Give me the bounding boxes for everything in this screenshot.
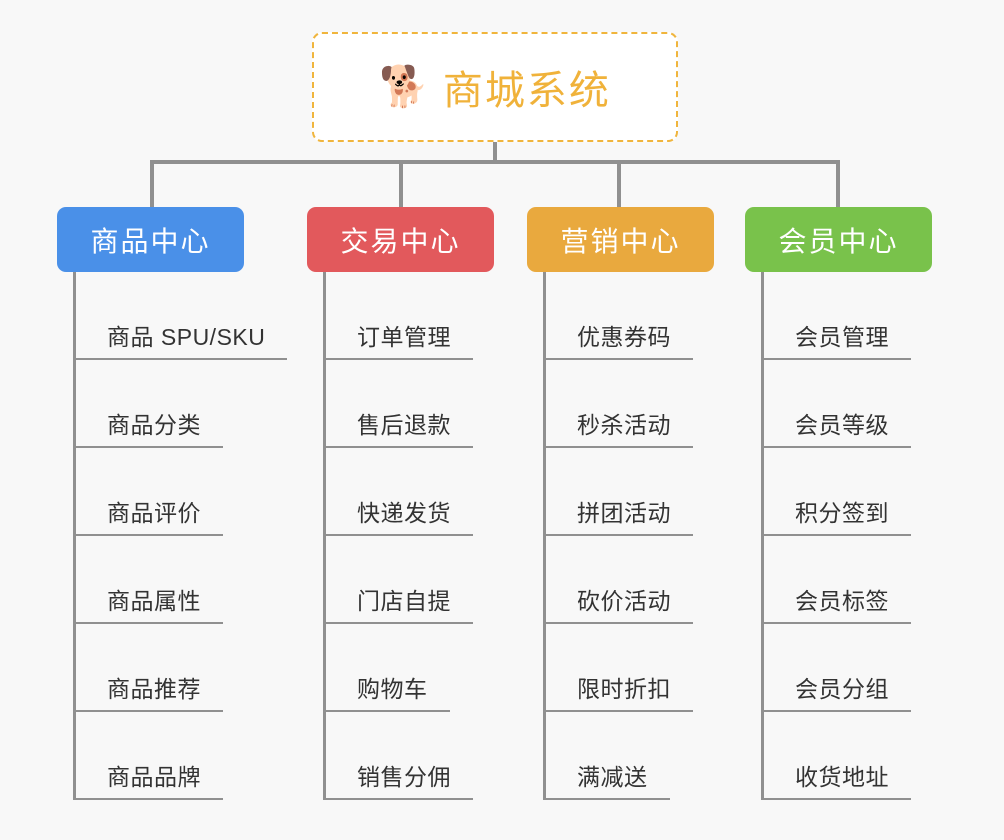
leaf-item-label: 快递发货	[357, 500, 451, 526]
leaf-item-label: 商品评价	[107, 500, 201, 526]
leaf-item-label: 售后退款	[357, 412, 451, 438]
connector-trunk-1	[73, 272, 76, 800]
leaf-item-label: 收货地址	[795, 764, 889, 790]
root-node-mall-system[interactable]: 🐕 商城系统	[312, 32, 678, 142]
leaf-item-label: 会员管理	[795, 324, 889, 350]
category-header-product[interactable]: 商品中心	[57, 207, 244, 272]
connector-drop-3	[617, 160, 621, 208]
leaf-item-label: 积分签到	[795, 500, 889, 526]
category-header-member[interactable]: 会员中心	[745, 207, 932, 272]
leaf-item-label: 购物车	[357, 676, 428, 702]
leaf-item[interactable]: 商品品牌	[73, 712, 317, 800]
leaf-item[interactable]: 会员标签	[761, 536, 975, 624]
category-header-trade[interactable]: 交易中心	[307, 207, 494, 272]
leaf-item[interactable]: 会员分组	[761, 624, 975, 712]
category-header-label: 商品中心	[90, 225, 211, 257]
leaf-item-label: 限时折扣	[577, 676, 671, 702]
leaf-item[interactable]: 销售分佣	[323, 712, 547, 800]
connector-trunk-2	[323, 272, 326, 800]
leaf-item[interactable]: 商品推荐	[73, 624, 317, 712]
leaf-item[interactable]: 快递发货	[323, 448, 547, 536]
leaf-item-label: 拼团活动	[577, 500, 671, 526]
leaf-item[interactable]: 会员等级	[761, 360, 975, 448]
leaf-item[interactable]: 积分签到	[761, 448, 975, 536]
leaf-item[interactable]: 满减送	[543, 712, 757, 800]
leaf-item[interactable]: 商品属性	[73, 536, 317, 624]
leaf-item-label: 满减送	[577, 764, 648, 790]
connector-trunk-3	[543, 272, 546, 800]
leaf-item[interactable]: 砍价活动	[543, 536, 757, 624]
shiba-dog-emoji: 🐕	[379, 65, 429, 109]
leaf-item-label: 商品 SPU/SKU	[107, 324, 266, 350]
leaf-item-label: 砍价活动	[577, 588, 671, 614]
category-column-product: 商品中心 商品 SPU/SKU 商品分类 商品评价 商品属性 商品推荐 商品品牌	[57, 207, 317, 800]
connector-drop-4	[836, 160, 840, 208]
leaf-item[interactable]: 售后退款	[323, 360, 547, 448]
leaf-item-label: 商品推荐	[107, 676, 201, 702]
category-header-label: 会员中心	[778, 225, 899, 257]
category-column-marketing: 营销中心 优惠券码 秒杀活动 拼团活动 砍价活动 限时折扣 满减送	[527, 207, 757, 800]
leaf-item-label: 订单管理	[357, 324, 451, 350]
leaf-list-product: 商品 SPU/SKU 商品分类 商品评价 商品属性 商品推荐 商品品牌	[73, 272, 317, 800]
leaf-item-label: 会员分组	[795, 676, 889, 702]
category-header-label: 营销中心	[560, 225, 681, 257]
leaf-list-marketing: 优惠券码 秒杀活动 拼团活动 砍价活动 限时折扣 满减送	[543, 272, 757, 800]
leaf-item-label: 商品品牌	[107, 764, 201, 790]
leaf-item-label: 商品分类	[107, 412, 201, 438]
leaf-item[interactable]: 优惠券码	[543, 272, 757, 360]
root-node-title: 商城系统	[442, 69, 611, 113]
connector-trunk-4	[761, 272, 764, 800]
leaf-item[interactable]: 订单管理	[323, 272, 547, 360]
leaf-item-label: 商品属性	[107, 588, 201, 614]
leaf-list-member: 会员管理 会员等级 积分签到 会员标签 会员分组 收货地址	[761, 272, 975, 800]
leaf-item[interactable]: 商品评价	[73, 448, 317, 536]
leaf-item[interactable]: 限时折扣	[543, 624, 757, 712]
leaf-item-label: 销售分佣	[357, 764, 451, 790]
leaf-item-label: 优惠券码	[577, 324, 671, 350]
leaf-item[interactable]: 购物车	[323, 624, 547, 712]
connector-drop-2	[399, 160, 403, 208]
leaf-item-label: 门店自提	[357, 588, 451, 614]
leaf-item-label: 秒杀活动	[577, 412, 671, 438]
category-column-trade: 交易中心 订单管理 售后退款 快递发货 门店自提 购物车 销售分佣	[307, 207, 547, 800]
connector-drop-1	[150, 160, 154, 208]
leaf-item-label: 会员等级	[795, 412, 889, 438]
category-header-marketing[interactable]: 营销中心	[527, 207, 714, 272]
leaf-item[interactable]: 商品分类	[73, 360, 317, 448]
leaf-item-label: 会员标签	[795, 588, 889, 614]
leaf-item[interactable]: 商品 SPU/SKU	[73, 272, 317, 360]
leaf-list-trade: 订单管理 售后退款 快递发货 门店自提 购物车 销售分佣	[323, 272, 547, 800]
category-header-label: 交易中心	[340, 225, 461, 257]
leaf-item[interactable]: 秒杀活动	[543, 360, 757, 448]
category-column-member: 会员中心 会员管理 会员等级 积分签到 会员标签 会员分组 收货地址	[745, 207, 975, 800]
connector-horizontal-bus	[150, 160, 840, 164]
leaf-item[interactable]: 拼团活动	[543, 448, 757, 536]
connector-root-stem	[493, 142, 497, 164]
leaf-item[interactable]: 会员管理	[761, 272, 975, 360]
leaf-item[interactable]: 门店自提	[323, 536, 547, 624]
leaf-item[interactable]: 收货地址	[761, 712, 975, 800]
